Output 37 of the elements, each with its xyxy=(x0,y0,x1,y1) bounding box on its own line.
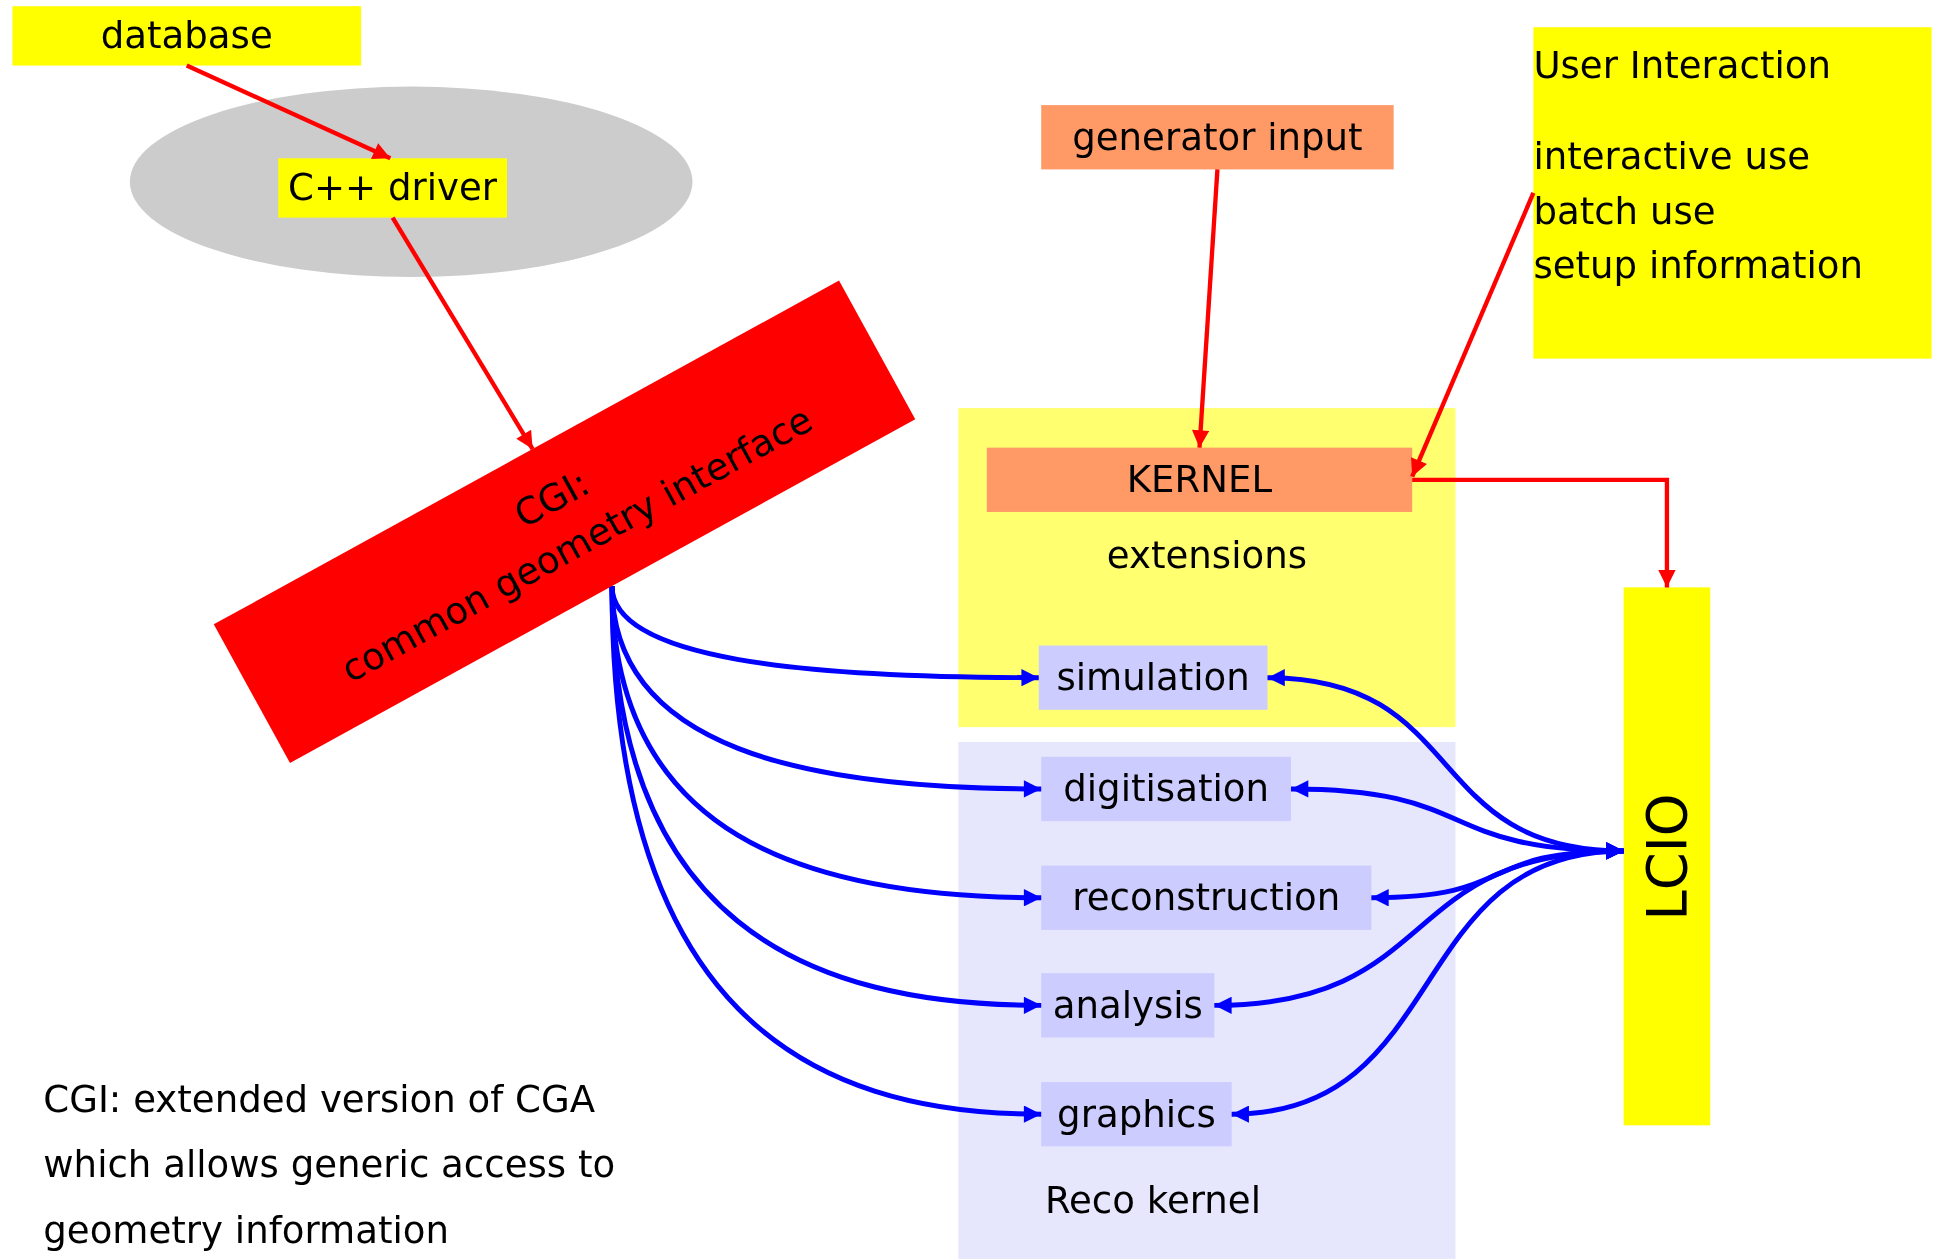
node-text: graphics xyxy=(1057,1095,1216,1133)
label-box xyxy=(12,6,362,66)
info-panel xyxy=(1533,27,1932,359)
note-text: CGI: extended version of CGA which allows generic access to geometry information xyxy=(43,1076,617,1254)
node-text: extensions xyxy=(1106,536,1307,574)
node-text: KERNEL xyxy=(1126,461,1273,499)
node-text: batch use xyxy=(1533,192,1716,230)
label-box xyxy=(1041,105,1394,170)
label-box xyxy=(986,447,1413,512)
arrow xyxy=(1412,477,1676,588)
label-box xyxy=(1038,645,1268,710)
node-text: setup information xyxy=(1533,247,1864,285)
label-box xyxy=(1041,1082,1232,1147)
arrow xyxy=(1231,844,1624,1121)
group-region xyxy=(958,741,1456,1259)
node-text: digitisation xyxy=(1063,770,1269,808)
arrow xyxy=(1192,169,1220,448)
group-region xyxy=(958,408,1456,728)
arrow xyxy=(390,216,535,451)
node-text: reconstruction xyxy=(1072,879,1341,917)
arrow xyxy=(1410,192,1536,478)
node-text: analysis xyxy=(1052,986,1203,1024)
node-text: interactive use xyxy=(1533,138,1811,176)
arrow xyxy=(609,585,1042,1123)
label-box xyxy=(1041,865,1372,930)
node-text: Reco kernel xyxy=(1044,1178,1261,1222)
node-text: LCIO xyxy=(1639,792,1695,920)
label-box xyxy=(1041,973,1215,1038)
node-text: generator input xyxy=(1072,118,1363,156)
vertical-bar xyxy=(1623,587,1711,1126)
arrow xyxy=(185,63,392,161)
node-text: C++ driver xyxy=(288,169,498,207)
label-box xyxy=(1041,756,1291,822)
node-text: database xyxy=(100,17,273,55)
node-text: simulation xyxy=(1056,659,1250,697)
label-box xyxy=(278,158,507,218)
node-text: User Interaction xyxy=(1533,44,1831,85)
